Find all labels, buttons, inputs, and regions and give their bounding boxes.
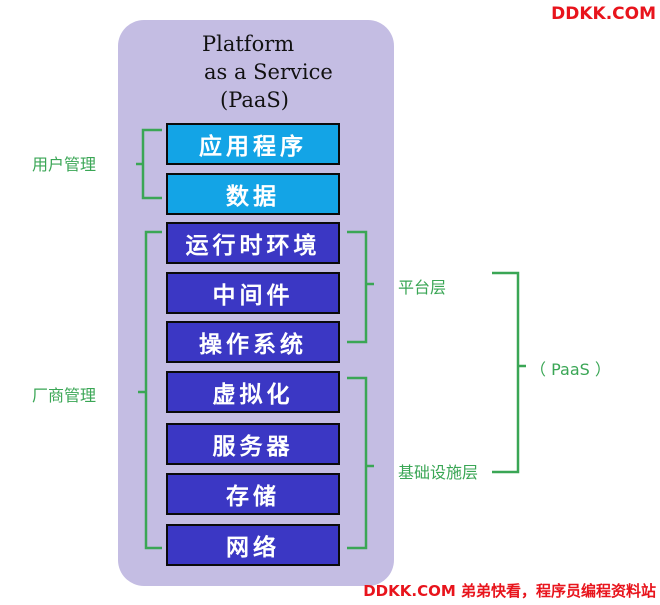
layer-middleware: 中间件 [166, 272, 340, 314]
vendor-managed-bracket [138, 230, 162, 550]
diagram-title: Platform as a Service (PaaS) [118, 30, 394, 114]
layer-virtualization: 虚拟化 [166, 371, 340, 413]
layer-os: 操作系统 [166, 321, 340, 363]
vendor-managed-label: 厂商管理 [32, 386, 97, 405]
watermark-bottom: DDKK.COM 弟弟快看，程序员编程资料站 [363, 582, 656, 600]
platform-layer-label: 平台层 [398, 278, 447, 297]
title-line-3: (PaaS) [220, 88, 289, 112]
watermark-top: DDKK.COM [551, 4, 656, 24]
title-line-1: Platform [202, 32, 295, 56]
title-line-2: as a Service [204, 60, 333, 84]
layer-runtime: 运行时环境 [166, 222, 340, 264]
paas-bracket [492, 271, 526, 474]
layer-storage: 存储 [166, 473, 340, 515]
infrastructure-layer-label: 基础设施层 [398, 463, 479, 482]
layer-data: 数据 [166, 173, 340, 215]
user-managed-label: 用户管理 [32, 155, 97, 174]
layer-servers: 服务器 [166, 423, 340, 465]
layer-network: 网络 [166, 524, 340, 566]
platform-layer-bracket [347, 230, 374, 344]
user-managed-bracket [136, 128, 162, 200]
layer-applications: 应用程序 [166, 123, 340, 165]
paas-label: （ PaaS ） [530, 360, 611, 379]
infrastructure-layer-bracket [347, 376, 374, 550]
